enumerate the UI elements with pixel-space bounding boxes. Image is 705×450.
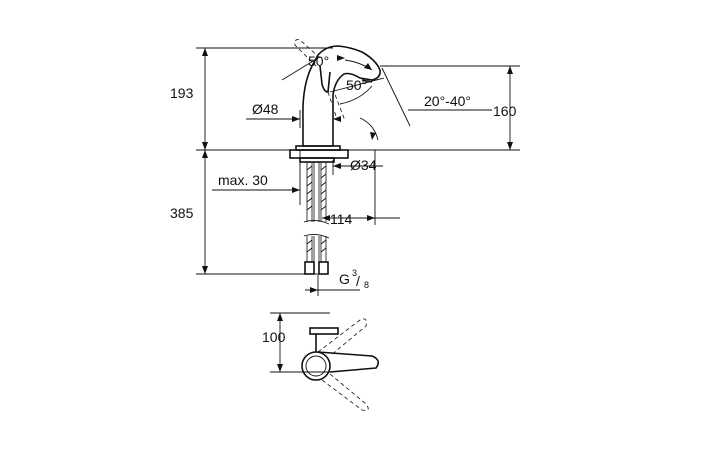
label-top-view-depth: 100 — [262, 329, 286, 345]
top-view — [270, 312, 380, 411]
label-total-height: 193 — [170, 85, 194, 101]
label-thread-numerator: 3 — [352, 268, 357, 278]
label-thread-prefix: G — [339, 271, 350, 287]
label-lever-angle: 50° — [308, 53, 329, 69]
label-spout-height: 160 — [493, 103, 517, 119]
label-thread-slash: / — [356, 273, 360, 289]
dimension-labels: 193 160 50° 50° 20°-40° Ø48 Ø34 max. 30 … — [170, 53, 517, 345]
label-spout-reach: 114 — [330, 211, 353, 227]
label-max-thickness: max. 30 — [218, 172, 268, 188]
hoses — [303, 162, 330, 275]
label-thread-denominator: 8 — [364, 280, 369, 290]
label-hole-diameter: Ø34 — [350, 157, 377, 173]
label-lever-angle-2: 50° — [346, 77, 367, 93]
label-hose-length: 385 — [170, 205, 194, 221]
label-body-diameter: Ø48 — [252, 101, 279, 117]
faucet-body — [289, 39, 381, 163]
label-swivel-angle: 20°-40° — [424, 93, 471, 109]
arrowheads — [202, 48, 513, 293]
